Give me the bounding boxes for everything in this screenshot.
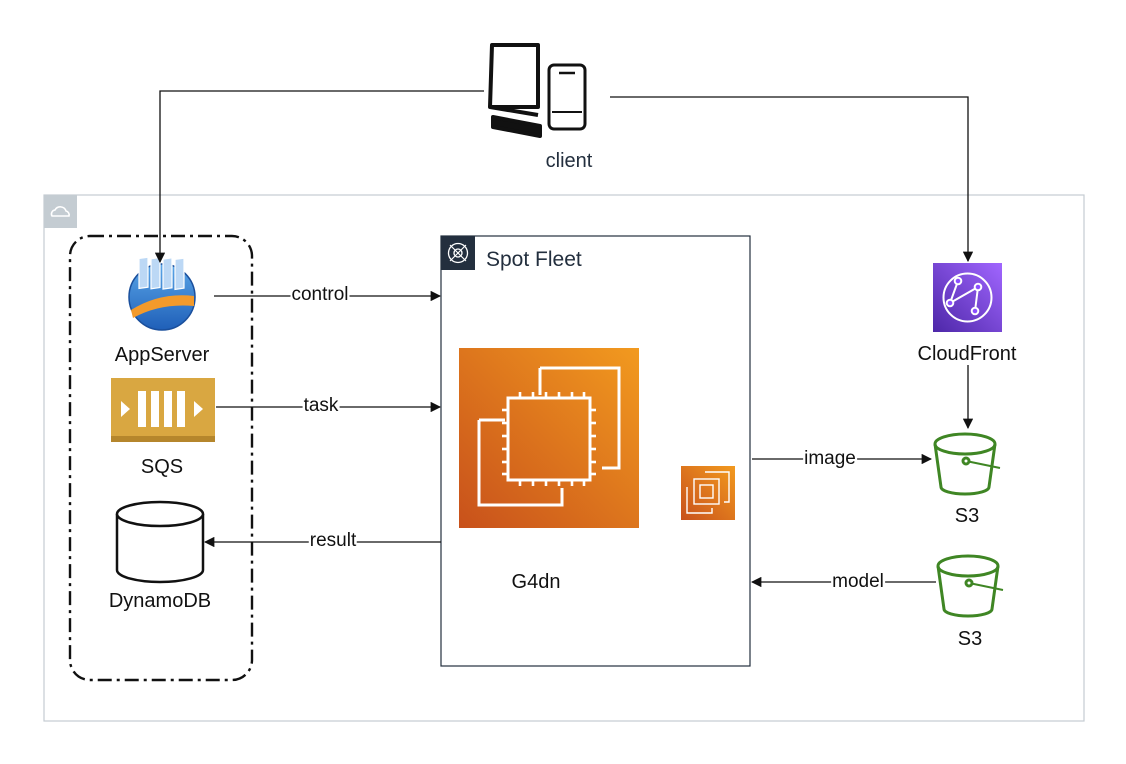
spot-fleet-icon	[441, 236, 475, 270]
aws-cloud-icon	[44, 195, 77, 228]
dynamodb-label: DynamoDB	[108, 590, 212, 612]
sqs-label: SQS	[140, 456, 184, 478]
cloudfront-icon	[933, 263, 1002, 332]
sqs-queue-icon	[111, 378, 215, 442]
control-edge-label: control	[290, 284, 350, 306]
database-icon	[115, 500, 205, 584]
s3-image-label: S3	[954, 505, 980, 527]
s3-bucket-icon	[933, 432, 1001, 496]
cloudfront-label: CloudFront	[917, 343, 1017, 365]
appserver-label: AppServer	[114, 344, 210, 366]
ec2-small-instance-icon	[681, 466, 735, 520]
client-to-appserver-connector	[154, 90, 484, 264]
client-label: client	[545, 150, 593, 172]
s3-bucket-icon	[936, 554, 1004, 618]
spot-fleet-title: Spot Fleet	[486, 248, 582, 271]
s3-model-label: S3	[957, 628, 983, 650]
desktop-and-mobile-icon	[488, 43, 587, 138]
instance-type-label: G4dn	[511, 571, 561, 593]
app-tier-group	[68, 234, 254, 682]
task-edge-label: task	[302, 395, 340, 417]
aws-cloud-group	[43, 194, 1085, 722]
ec2-instance-icon	[459, 348, 639, 528]
result-edge-label: result	[308, 530, 358, 552]
app-server-icon	[128, 256, 196, 331]
client-to-cloudfront-connector	[610, 96, 974, 263]
model-edge-label: model	[831, 571, 885, 593]
image-edge-label: image	[803, 448, 857, 470]
